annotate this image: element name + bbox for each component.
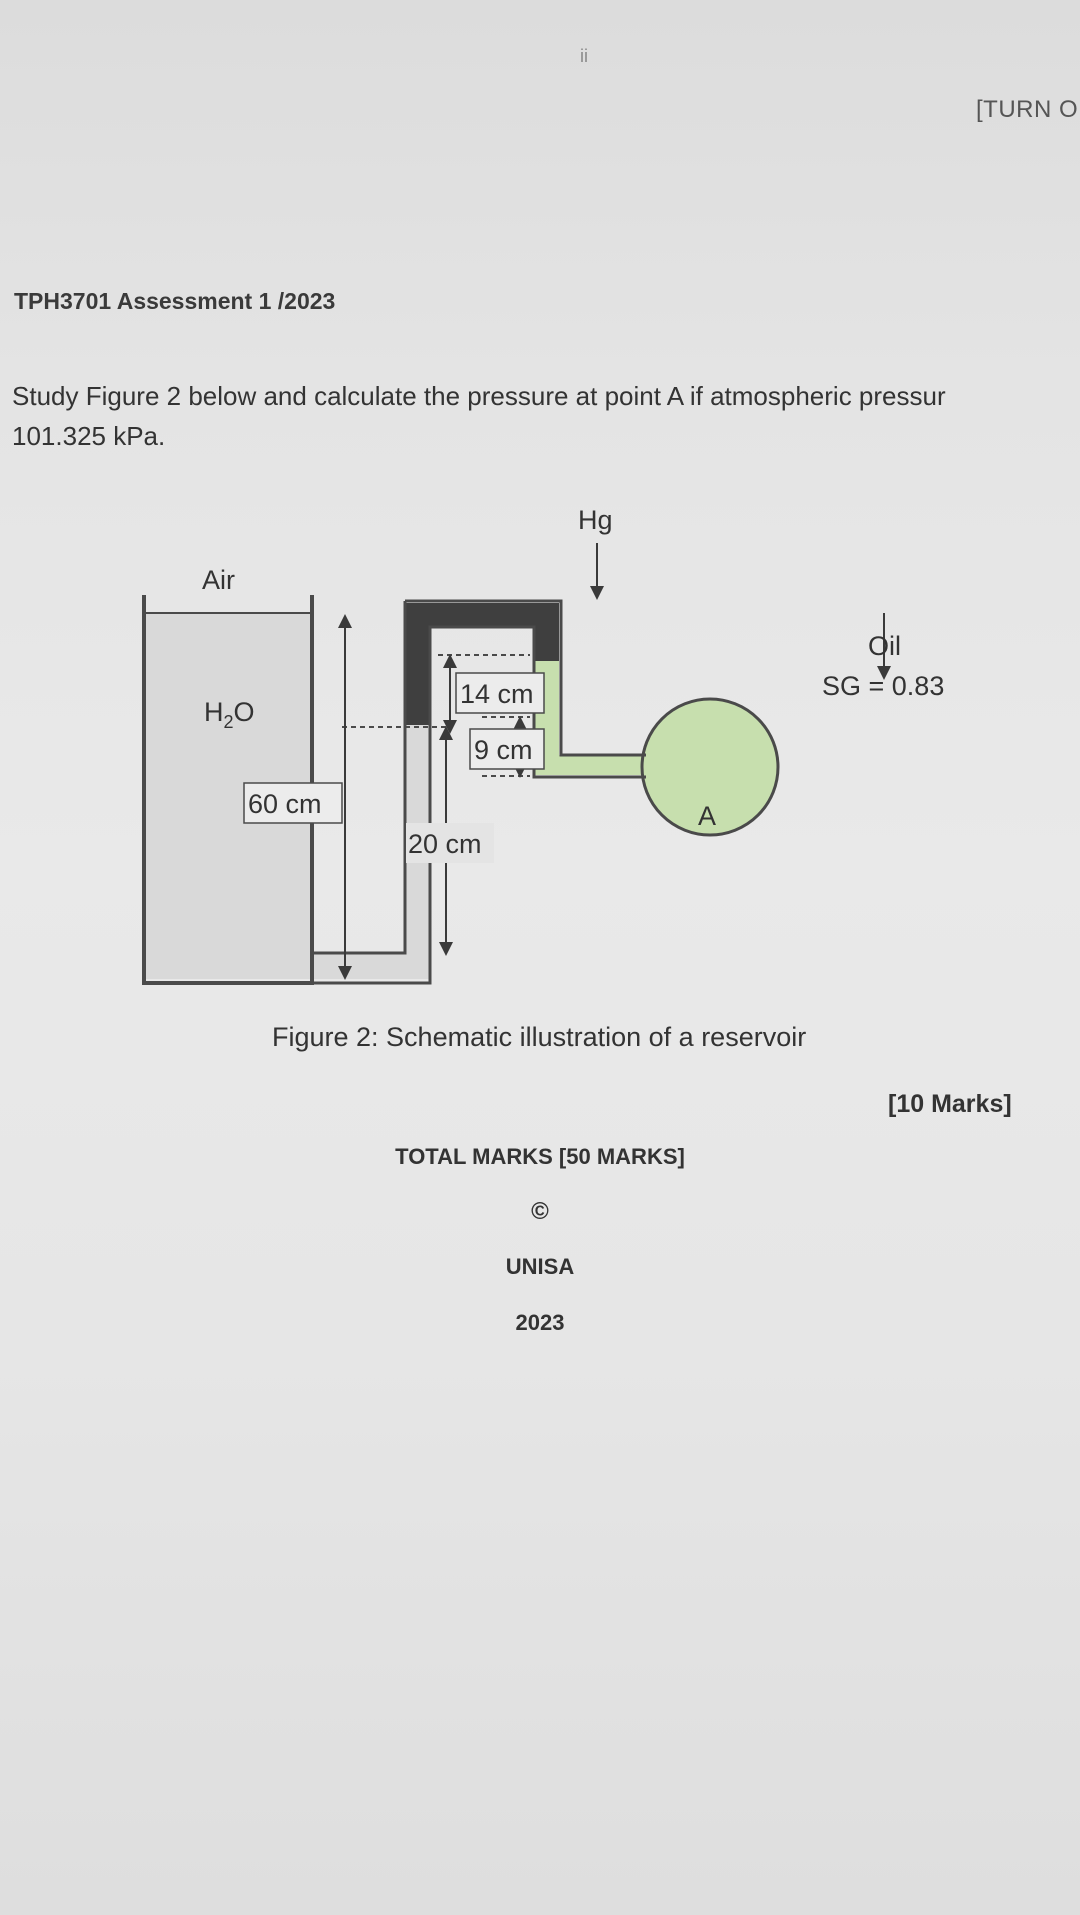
dim-60-label: 60 cm (248, 789, 322, 819)
manometer-top-outline (405, 599, 646, 757)
label-h2o: H2O (204, 697, 255, 732)
question-line-1: Study Figure 2 below and calculate the p… (12, 381, 946, 411)
manometer-inner-outline (428, 625, 646, 779)
reservoir-diagram: Hg Air H2O Oil SG = 0.83 A 60 cm 20 cm 1… (142, 505, 944, 985)
question-marks: [10 Marks] (888, 1090, 1012, 1118)
pipe-outline-inner (312, 601, 407, 955)
label-oil: Oil (868, 631, 901, 661)
label-air: Air (202, 565, 235, 595)
footer-year: 2023 (515, 1310, 565, 1335)
mercury-right-leg (534, 603, 559, 661)
copyright-symbol: © (531, 1198, 549, 1225)
pipe-outline-outer (312, 725, 432, 985)
dim-9-label: 9 cm (474, 735, 533, 765)
question-text: Study Figure 2 below and calculate the p… (12, 376, 1080, 456)
question-line-2: 101.325 kPa. (12, 421, 166, 451)
oil-pipe (534, 755, 646, 775)
turn-over-note: [TURN O (976, 96, 1079, 123)
assessment-header: TPH3701 Assessment 1 /2023 (14, 288, 336, 314)
label-a: A (698, 801, 716, 831)
label-hg: Hg (578, 505, 613, 535)
total-marks: TOTAL MARKS [50 MARKS] (395, 1144, 685, 1169)
dim-14-label: 14 cm (460, 679, 534, 709)
page-marker: ii (580, 46, 588, 66)
reservoir-figure: Hg Air H2O Oil SG = 0.83 A 60 cm 20 cm 1… (120, 495, 970, 1005)
label-sg: SG = 0.83 (822, 671, 944, 701)
tank-outline (142, 595, 314, 985)
oil-tank-a (640, 697, 780, 837)
dim-20-label: 20 cm (408, 829, 482, 859)
figure-caption: Figure 2: Schematic illustration of a re… (272, 1022, 807, 1052)
mercury-top (405, 603, 559, 627)
institution-name: UNISA (505, 1254, 575, 1279)
